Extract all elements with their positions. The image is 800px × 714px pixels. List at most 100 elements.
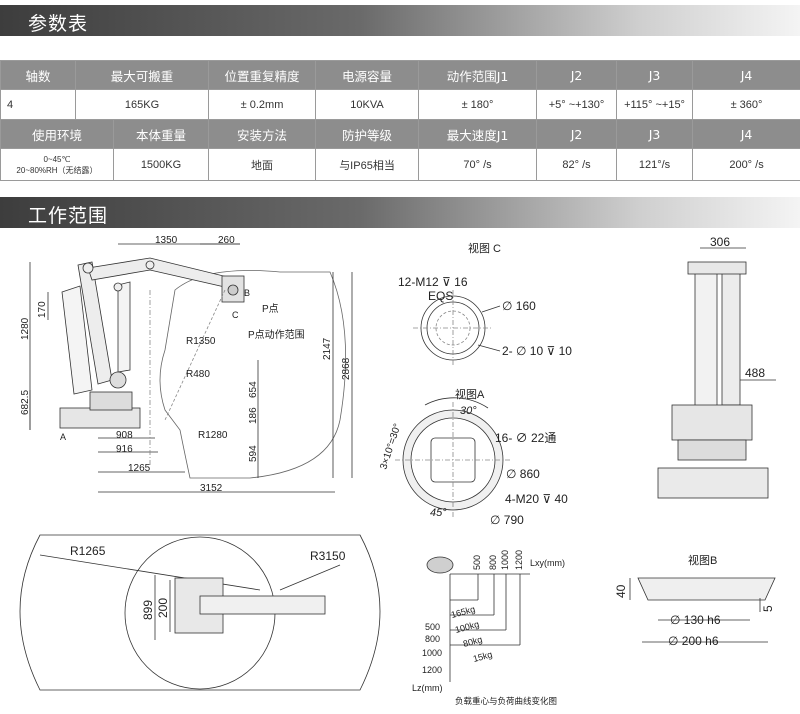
value-cell: ± 180°	[418, 89, 538, 120]
x-tick-500: 500	[472, 555, 482, 570]
env-cell: 0~45℃ 20~80%RH（无结露）	[0, 148, 114, 181]
x-tick-1200: 1200	[514, 550, 524, 570]
dim-2147: 2147	[322, 337, 333, 360]
header-cell: J2	[536, 60, 618, 90]
dim-654: 654	[248, 381, 259, 398]
top-d899: 899	[141, 600, 155, 620]
dim-2868: 2868	[341, 357, 352, 380]
label-c: C	[232, 310, 239, 320]
table-row: 4 165KG ± 0.2mm 10KVA ± 180° +5° ~+130° …	[0, 89, 800, 120]
value-cell: ± 360°	[692, 89, 800, 120]
header-cell: J4	[692, 119, 800, 149]
header-cell: 使用环境	[0, 119, 114, 149]
table-row: 使用环境 本体重量 安装方法 防护等级 最大速度J1 J2 J3 J4	[0, 119, 800, 149]
view-a-holes22: 16- ∅ 22通	[495, 431, 556, 445]
view-a-title: 视图A	[455, 387, 485, 401]
view-b-d200: ∅ 200 h6	[668, 634, 719, 648]
header-cell: 防护等级	[315, 119, 420, 149]
view-b-h40: 40	[614, 584, 628, 598]
view-c-d10: 2- ∅ 10 ⊽ 10	[502, 344, 572, 358]
view-a-angle30: 30°	[460, 405, 477, 417]
curve-label-100: 100kg	[454, 619, 480, 635]
radius-1350: R1350	[186, 336, 216, 347]
env-temp: 0~45℃	[43, 154, 71, 164]
dim-1350: 1350	[155, 235, 178, 246]
params-title: 参数表	[28, 13, 89, 35]
table-row: 0~45℃ 20~80%RH（无结露） 1500KG 地面 与IP65相当 70…	[0, 148, 800, 181]
value-cell: 1500KG	[112, 148, 210, 181]
view-b: 视图B 40 5 ∅ 130 h6 ∅ 200 h6	[614, 553, 776, 648]
value-cell: 82° /s	[536, 148, 618, 181]
dim-170: 170	[37, 301, 48, 318]
x-label: Lxy(mm)	[530, 558, 565, 568]
top-view: R1265 R3150 899 200	[19, 534, 381, 691]
value-cell: 10KVA	[315, 89, 420, 120]
dim-916: 916	[116, 444, 133, 455]
view-a: 视图A 30° 3×10°=30° 16- ∅ 22通 ∅ 860 4-M20 …	[378, 387, 568, 527]
label-p: P点	[262, 303, 279, 315]
header-cell: J4	[692, 60, 800, 90]
load-chart: 500 800 1000 1200 Lxy(mm) 500 800 1000 1…	[412, 550, 565, 706]
header-cell: J3	[616, 119, 694, 149]
y-label: Lz(mm)	[412, 683, 443, 693]
header-cell: 位置重复精度	[208, 60, 317, 90]
view-c-eqs: EQS	[428, 289, 453, 303]
view-c-d160: ∅ 160	[502, 299, 536, 313]
dim-186: 186	[248, 407, 259, 424]
label-b: B	[244, 288, 250, 298]
table-row: 轴数 最大可搬重 位置重复精度 电源容量 动作范围J1 J2 J3 J4	[0, 60, 800, 90]
radius-480: R480	[186, 369, 210, 380]
env-humidity: 20~80%RH（无结露）	[16, 165, 98, 175]
value-cell: 地面	[208, 148, 317, 181]
label-p-range: P点动作范围	[248, 328, 305, 341]
front-view: 306 488	[657, 235, 776, 499]
value-cell: 121°/s	[616, 148, 694, 181]
dim-1265: 1265	[128, 463, 151, 474]
dim-3152: 3152	[200, 483, 223, 494]
value-cell: ± 0.2mm	[208, 89, 317, 120]
top-d200: 200	[156, 598, 170, 618]
dim-260: 260	[218, 235, 235, 246]
top-r1265: R1265	[70, 544, 106, 558]
range-banner: 工作范围	[0, 197, 800, 228]
header-cell: 最大速度J1	[418, 119, 538, 149]
radius-1280: R1280	[198, 430, 228, 441]
value-cell: 200° /s	[692, 148, 800, 181]
header-cell: 轴数	[0, 60, 76, 90]
value-cell: +5° ~+130°	[536, 89, 618, 120]
curve-label-165: 165kg	[450, 604, 476, 620]
label-a: A	[60, 432, 66, 442]
range-title: 工作范围	[28, 205, 109, 227]
top-r3150: R3150	[310, 549, 346, 563]
value-cell: 与IP65相当	[315, 148, 420, 181]
view-b-title: 视图B	[688, 553, 717, 567]
view-a-angle-rep: 3×10°=30°	[378, 422, 403, 471]
y-tick-1200: 1200	[422, 665, 442, 675]
front-w306: 306	[710, 235, 730, 249]
spec-table: 轴数 最大可搬重 位置重复精度 电源容量 动作范围J1 J2 J3 J4 4 1…	[0, 60, 800, 181]
params-banner: 参数表	[0, 5, 800, 36]
curve-label-15: 15kg	[472, 649, 493, 664]
view-a-d860: ∅ 860	[506, 467, 540, 481]
value-cell: 4	[0, 89, 76, 120]
view-c-title: 视图 C	[468, 241, 501, 255]
header-cell: 动作范围J1	[418, 60, 538, 90]
dim-594: 594	[248, 445, 259, 462]
header-cell: 本体重量	[112, 119, 210, 149]
view-a-angle45: 45°	[430, 507, 447, 519]
side-view: 1350 260 170 1280 682.5 908 916 1265 315…	[20, 235, 353, 494]
header-cell: J3	[616, 60, 694, 90]
view-a-d790: ∅ 790	[490, 513, 524, 527]
load-caption: 负载重心与负荷曲线变化图	[455, 696, 557, 706]
dim-1280: 1280	[20, 317, 31, 340]
x-tick-800: 800	[488, 555, 498, 570]
y-tick-1000: 1000	[422, 648, 442, 658]
y-tick-800: 800	[425, 634, 440, 644]
view-c: 视图 C 12-M12 ⊽ 16 EQS ∅ 160 2- ∅ 10 ⊽ 10	[398, 241, 572, 366]
view-a-m20: 4-M20 ⊽ 40	[505, 492, 568, 506]
front-w488: 488	[745, 366, 765, 380]
value-cell: 70° /s	[418, 148, 538, 181]
header-cell: 最大可搬重	[74, 60, 210, 90]
header-cell: 电源容量	[315, 60, 420, 90]
